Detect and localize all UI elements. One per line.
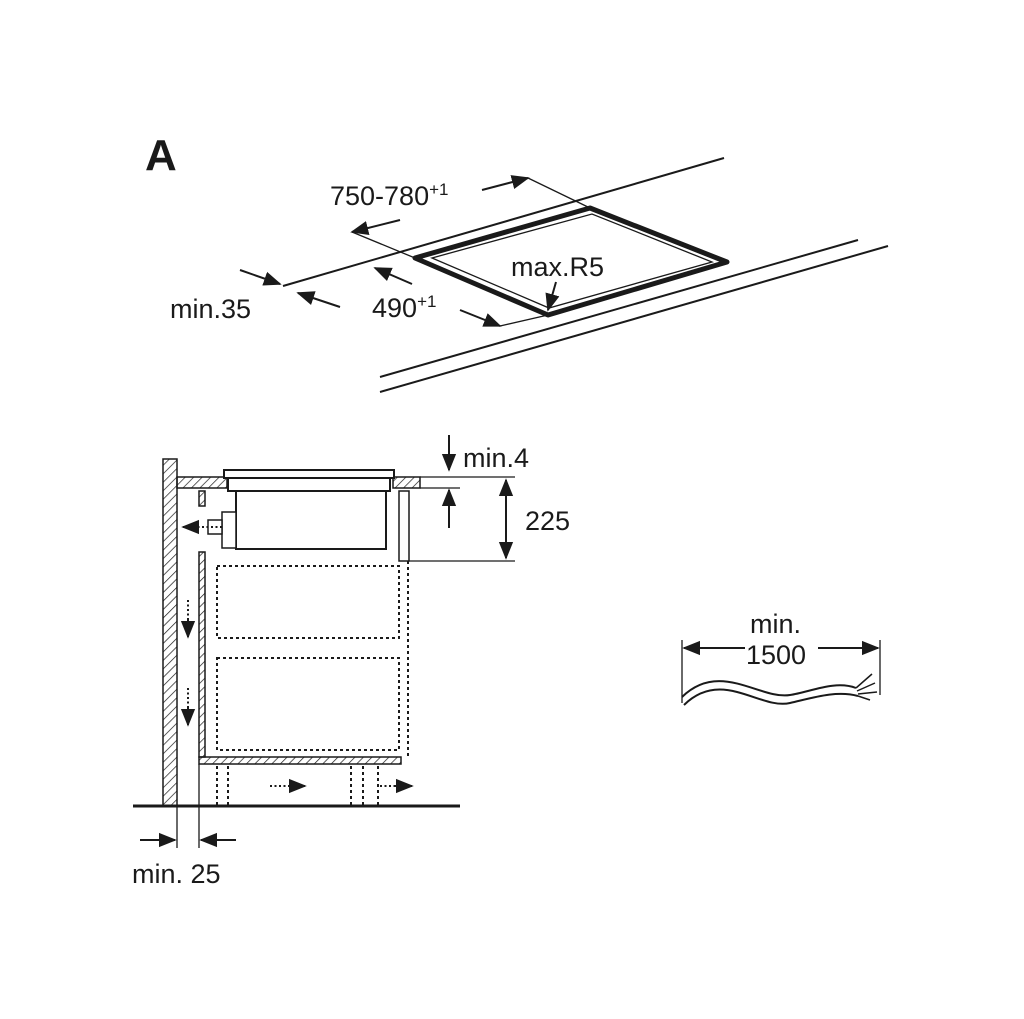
gap-top-label: min.4: [463, 443, 529, 473]
cable-length-line2: 1500: [746, 640, 806, 670]
countertop-left: [176, 476, 228, 489]
cable: [681, 680, 859, 706]
cabinet-front-panel: [398, 490, 410, 562]
depth-arrow-down: [459, 309, 502, 327]
cabinet-rear-top: [198, 490, 206, 507]
hob-glass: [223, 469, 395, 479]
cutout-width-label: 750-780+1: [330, 180, 448, 211]
wall: [162, 458, 178, 807]
height-label: 225: [525, 506, 570, 536]
drawer-outline: [216, 657, 400, 751]
fan-outlet-small: [207, 519, 223, 535]
depth-arrow-up: [373, 267, 413, 285]
width-extension-right: [527, 177, 591, 209]
oven-outline: [216, 565, 400, 639]
wall-gap-label: min. 25: [132, 859, 221, 889]
countertop-front-edge-bottom: [379, 245, 889, 393]
width-arrow-left: [350, 219, 401, 236]
section-view: min.4 225 min. 25: [132, 435, 570, 889]
corner-radius-label: max.R5: [511, 252, 604, 282]
cable-view: min. 1500: [681, 609, 881, 706]
width-extension-left: [351, 231, 416, 259]
countertop-back-edge: [282, 157, 725, 287]
radius-arrow: [545, 281, 560, 312]
countertop-right: [392, 476, 421, 489]
edge-arrow-2: [296, 291, 341, 308]
hob-body: [235, 490, 387, 550]
width-arrow-right: [481, 175, 530, 191]
countertop-front-edge-top: [379, 239, 859, 378]
figure-label: A: [145, 131, 177, 180]
cutout-depth-label: 490+1: [372, 292, 436, 323]
hob-frame: [227, 477, 391, 492]
cable-wires: [855, 673, 878, 701]
cable-length-line1: min.: [750, 609, 801, 639]
cutout-inner-edge: [430, 213, 715, 309]
cabinet-bottom: [198, 756, 402, 765]
cabinet-rear-panel: [198, 551, 206, 758]
countertop-view: 750-780+1 490+1 max.R5 min.35: [170, 157, 889, 393]
edge-distance-label: min.35: [170, 294, 251, 324]
depth-extension: [499, 314, 549, 327]
edge-arrow-1: [239, 269, 282, 286]
cutout-opening: [412, 205, 730, 318]
fan-outlet: [221, 511, 237, 549]
